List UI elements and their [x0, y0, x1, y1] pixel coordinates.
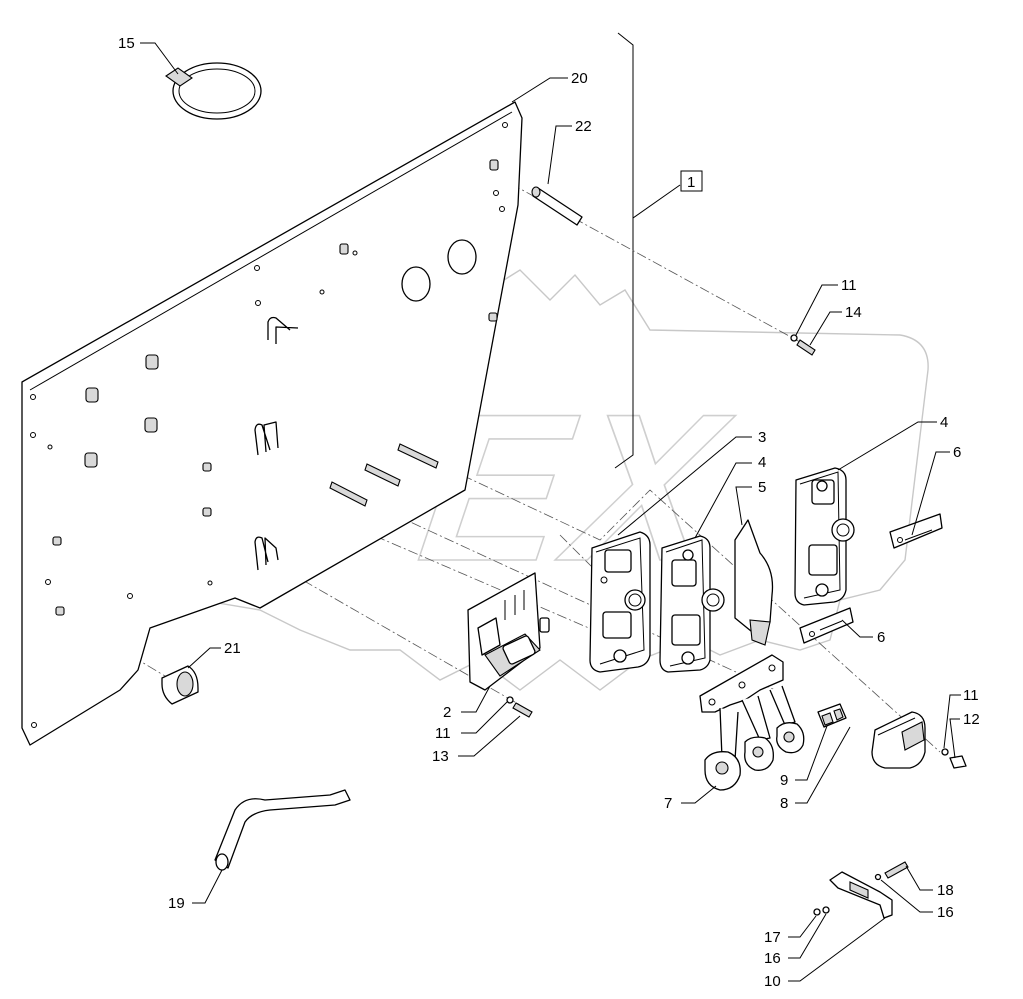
assembly-bracket — [614, 32, 681, 469]
callout-11-left: 11 — [435, 725, 451, 742]
callout-16-left: 16 — [764, 950, 781, 967]
cover-plate — [734, 519, 774, 646]
callout-3: 3 — [758, 429, 766, 446]
callout-4-right: 4 — [940, 414, 948, 431]
callout-17: 17 — [764, 929, 781, 946]
callout-7: 7 — [664, 795, 672, 812]
callout-6-lower: 6 — [877, 629, 885, 646]
fuse-holder — [817, 703, 847, 728]
connector-block-c — [794, 467, 855, 606]
callout-21: 21 — [224, 640, 241, 657]
bracket-upper — [889, 513, 943, 549]
callout-9: 9 — [780, 772, 788, 789]
callout-15: 15 — [118, 35, 135, 52]
pin — [531, 186, 583, 226]
callout-8: 8 — [780, 795, 788, 812]
connector-module — [467, 572, 550, 691]
callout-1: 1 — [687, 174, 695, 191]
harness-bracket — [699, 654, 805, 791]
callout-11-top: 11 — [841, 277, 857, 294]
callout-5: 5 — [758, 479, 766, 496]
small-bracket — [829, 871, 893, 919]
callout-12: 12 — [963, 711, 980, 728]
callout-11-right: 11 — [963, 687, 979, 704]
callout-18: 18 — [937, 882, 954, 899]
callout-16-right: 16 — [937, 904, 954, 921]
callout-labels: 15 20 22 1 11 14 3 4 4 5 6 6 21 2 11 13 … — [118, 35, 980, 990]
assembly-ref-box — [680, 170, 703, 192]
connector-block-b — [659, 535, 725, 673]
callout-6-upper: 6 — [953, 444, 961, 461]
callout-2: 2 — [443, 704, 451, 721]
callout-14: 14 — [845, 304, 862, 321]
spacer — [161, 665, 199, 705]
callout-22: 22 — [575, 118, 592, 135]
mounting-plate — [21, 101, 523, 746]
leader-lines — [140, 42, 961, 982]
callout-13: 13 — [432, 748, 449, 765]
callout-10: 10 — [764, 973, 781, 990]
cable-tie — [165, 62, 262, 120]
bracket-lower — [799, 607, 854, 644]
strap — [214, 789, 351, 871]
fasteners — [506, 334, 967, 916]
callout-20: 20 — [571, 70, 588, 87]
callout-4-middle: 4 — [758, 454, 766, 471]
callout-19: 19 — [168, 895, 185, 912]
protective-cap — [871, 711, 926, 769]
connector-block-a — [589, 531, 651, 673]
